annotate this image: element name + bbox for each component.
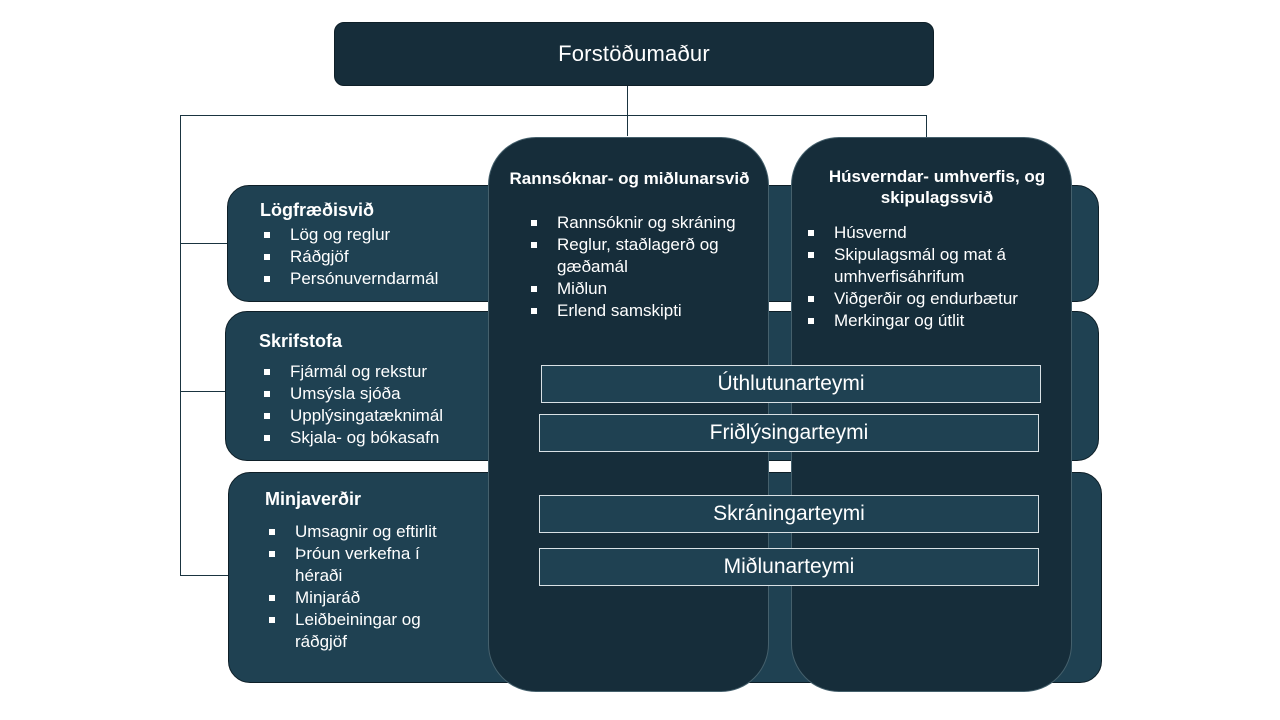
department-title: Lögfræðisvið [260,200,375,220]
list-item: Reglur, staðlagerð og gæðamál [527,234,737,278]
list-item: Leiðbeiningar og ráðgjöf [265,609,465,653]
list-item: Þróun verkefna í héraði [265,543,465,587]
list-item: Ráðgjöf [260,246,490,268]
list-item: Viðgerðir og endurbætur [804,288,1054,310]
connector-to-logfraedisvid [180,243,228,244]
list-item: Umsagnir og eftirlit [265,521,465,543]
list-item: Miðlun [527,278,737,300]
department-item-list: Lög og reglur Ráðgjöf Persónuverndarmál [260,224,490,290]
list-item: Skjala- og bókasafn [260,427,490,449]
list-item: Merkingar og útlit [804,310,1054,332]
connector-to-skrifstofa [180,391,226,392]
list-item: Húsvernd [804,222,1054,244]
list-item: Rannsóknir og skráning [527,212,737,234]
team-uthlutunarteymi: Úthlutunarteymi [541,365,1041,403]
list-item: Umsýsla sjóða [260,383,490,405]
list-item: Erlend samskipti [527,300,737,322]
team-label: Friðlýsingarteymi [709,421,869,444]
connector-top-vertical [627,86,628,136]
team-label: Miðlunarteymi [723,555,855,578]
team-fridlysingarteymi: Friðlýsingarteymi [539,414,1039,452]
director-box: Forstöðumaður [334,22,934,86]
column-title: Rannsóknar- og miðlunarsvið [509,169,750,188]
department-item-list: Umsagnir og eftirlit Þróun verkefna í hé… [265,521,465,653]
list-item: Fjármál og rekstur [260,361,490,383]
list-item: Skipulagsmál og mat á umhverfisáhrifum [804,244,1054,288]
column-title: Húsverndar- umhverfis, og skipulagssvið [828,167,1046,208]
connector-horizontal-bus [180,115,927,116]
connector-left-vertical [180,115,181,576]
list-item: Upplýsingatæknimál [260,405,490,427]
team-midlunarteymi: Miðlunarteymi [539,548,1039,586]
list-item: Persónuverndarmál [260,268,490,290]
list-item: Lög og reglur [260,224,490,246]
department-item-list: Fjármál og rekstur Umsýsla sjóða Upplýsi… [260,361,490,449]
team-skraningarteymi: Skráningarteymi [539,495,1039,533]
director-title: Forstöðumaður [558,41,710,66]
list-item: Minjaráð [265,587,465,609]
column-item-list: Rannsóknir og skráning Reglur, staðlager… [527,212,737,322]
column-item-list: Húsvernd Skipulagsmál og mat á umhverfis… [804,222,1054,332]
team-label: Skráningarteymi [713,502,865,525]
team-label: Úthlutunarteymi [717,372,865,395]
connector-to-minjaverdir [180,575,228,576]
department-title: Minjaverðir [265,489,362,509]
connector-right-vertical [926,115,927,137]
department-title: Skrifstofa [259,331,343,351]
